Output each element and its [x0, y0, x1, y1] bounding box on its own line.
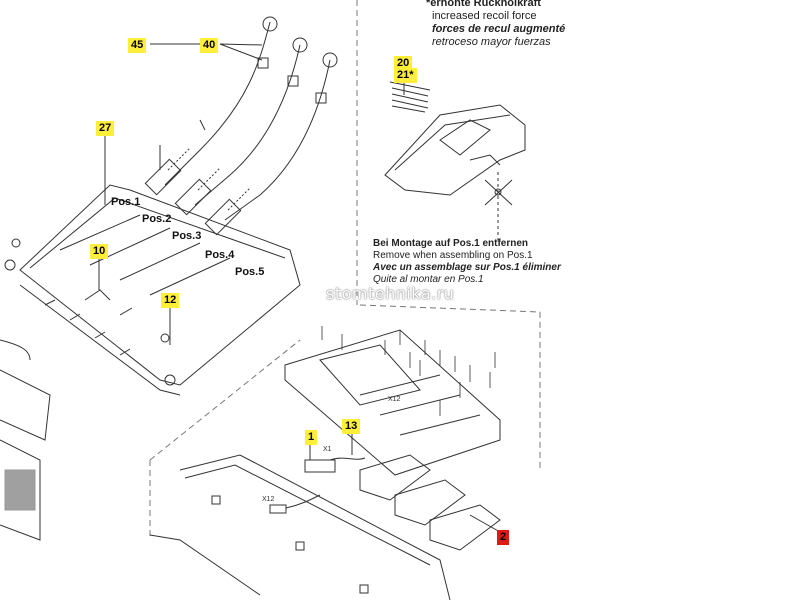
position-label-2: Pos.2 — [142, 213, 172, 225]
callout-10: 10 — [90, 244, 109, 259]
position-label-5: Pos.5 — [235, 266, 265, 278]
callout-12: 12 — [161, 293, 180, 308]
callout-45: 45 — [128, 38, 147, 53]
position-label-1: Pos.1 — [111, 196, 141, 208]
connector-label-x12-plate: X12 — [388, 396, 401, 403]
position-label-3: Pos.3 — [172, 230, 202, 242]
callout-21: 21* — [394, 68, 417, 83]
callout-20: 20 — [394, 56, 413, 71]
callout-40: 40 — [200, 38, 219, 53]
assembly-note-es: Quite al montar en Pos.1 — [373, 274, 484, 285]
connector-label-x1: X1 — [323, 446, 332, 453]
callout-2: 2 — [497, 530, 510, 545]
assembly-note-de: Bei Montage auf Pos.1 entfernen — [373, 238, 529, 249]
callout-13: 13 — [342, 419, 361, 434]
position-label-4: Pos.4 — [205, 249, 235, 261]
recoil-note-es: retroceso mayor fuerzas — [432, 36, 551, 48]
watermark: stomtehnika.ru — [326, 284, 455, 303]
recoil-note-en: increased recoil force — [432, 10, 537, 22]
connector-label-x12-cover: X12 — [262, 496, 275, 503]
assembly-note: Bei Montage auf Pos.1 entfernen Remove w… — [373, 238, 561, 286]
recoil-note: *erhöhte Rückholkraft increased recoil f… — [426, 0, 565, 49]
recoil-note-fr: forces de recul augmenté — [432, 23, 566, 35]
recoil-note-de: *erhöhte Rückholkraft — [426, 0, 541, 9]
assembly-note-fr: Avec un assemblage sur Pos.1 éliminer — [373, 262, 561, 273]
assembly-note-en: Remove when assembling on Pos.1 — [373, 250, 533, 261]
callout-1: 1 — [305, 430, 318, 445]
callout-27: 27 — [96, 121, 115, 136]
